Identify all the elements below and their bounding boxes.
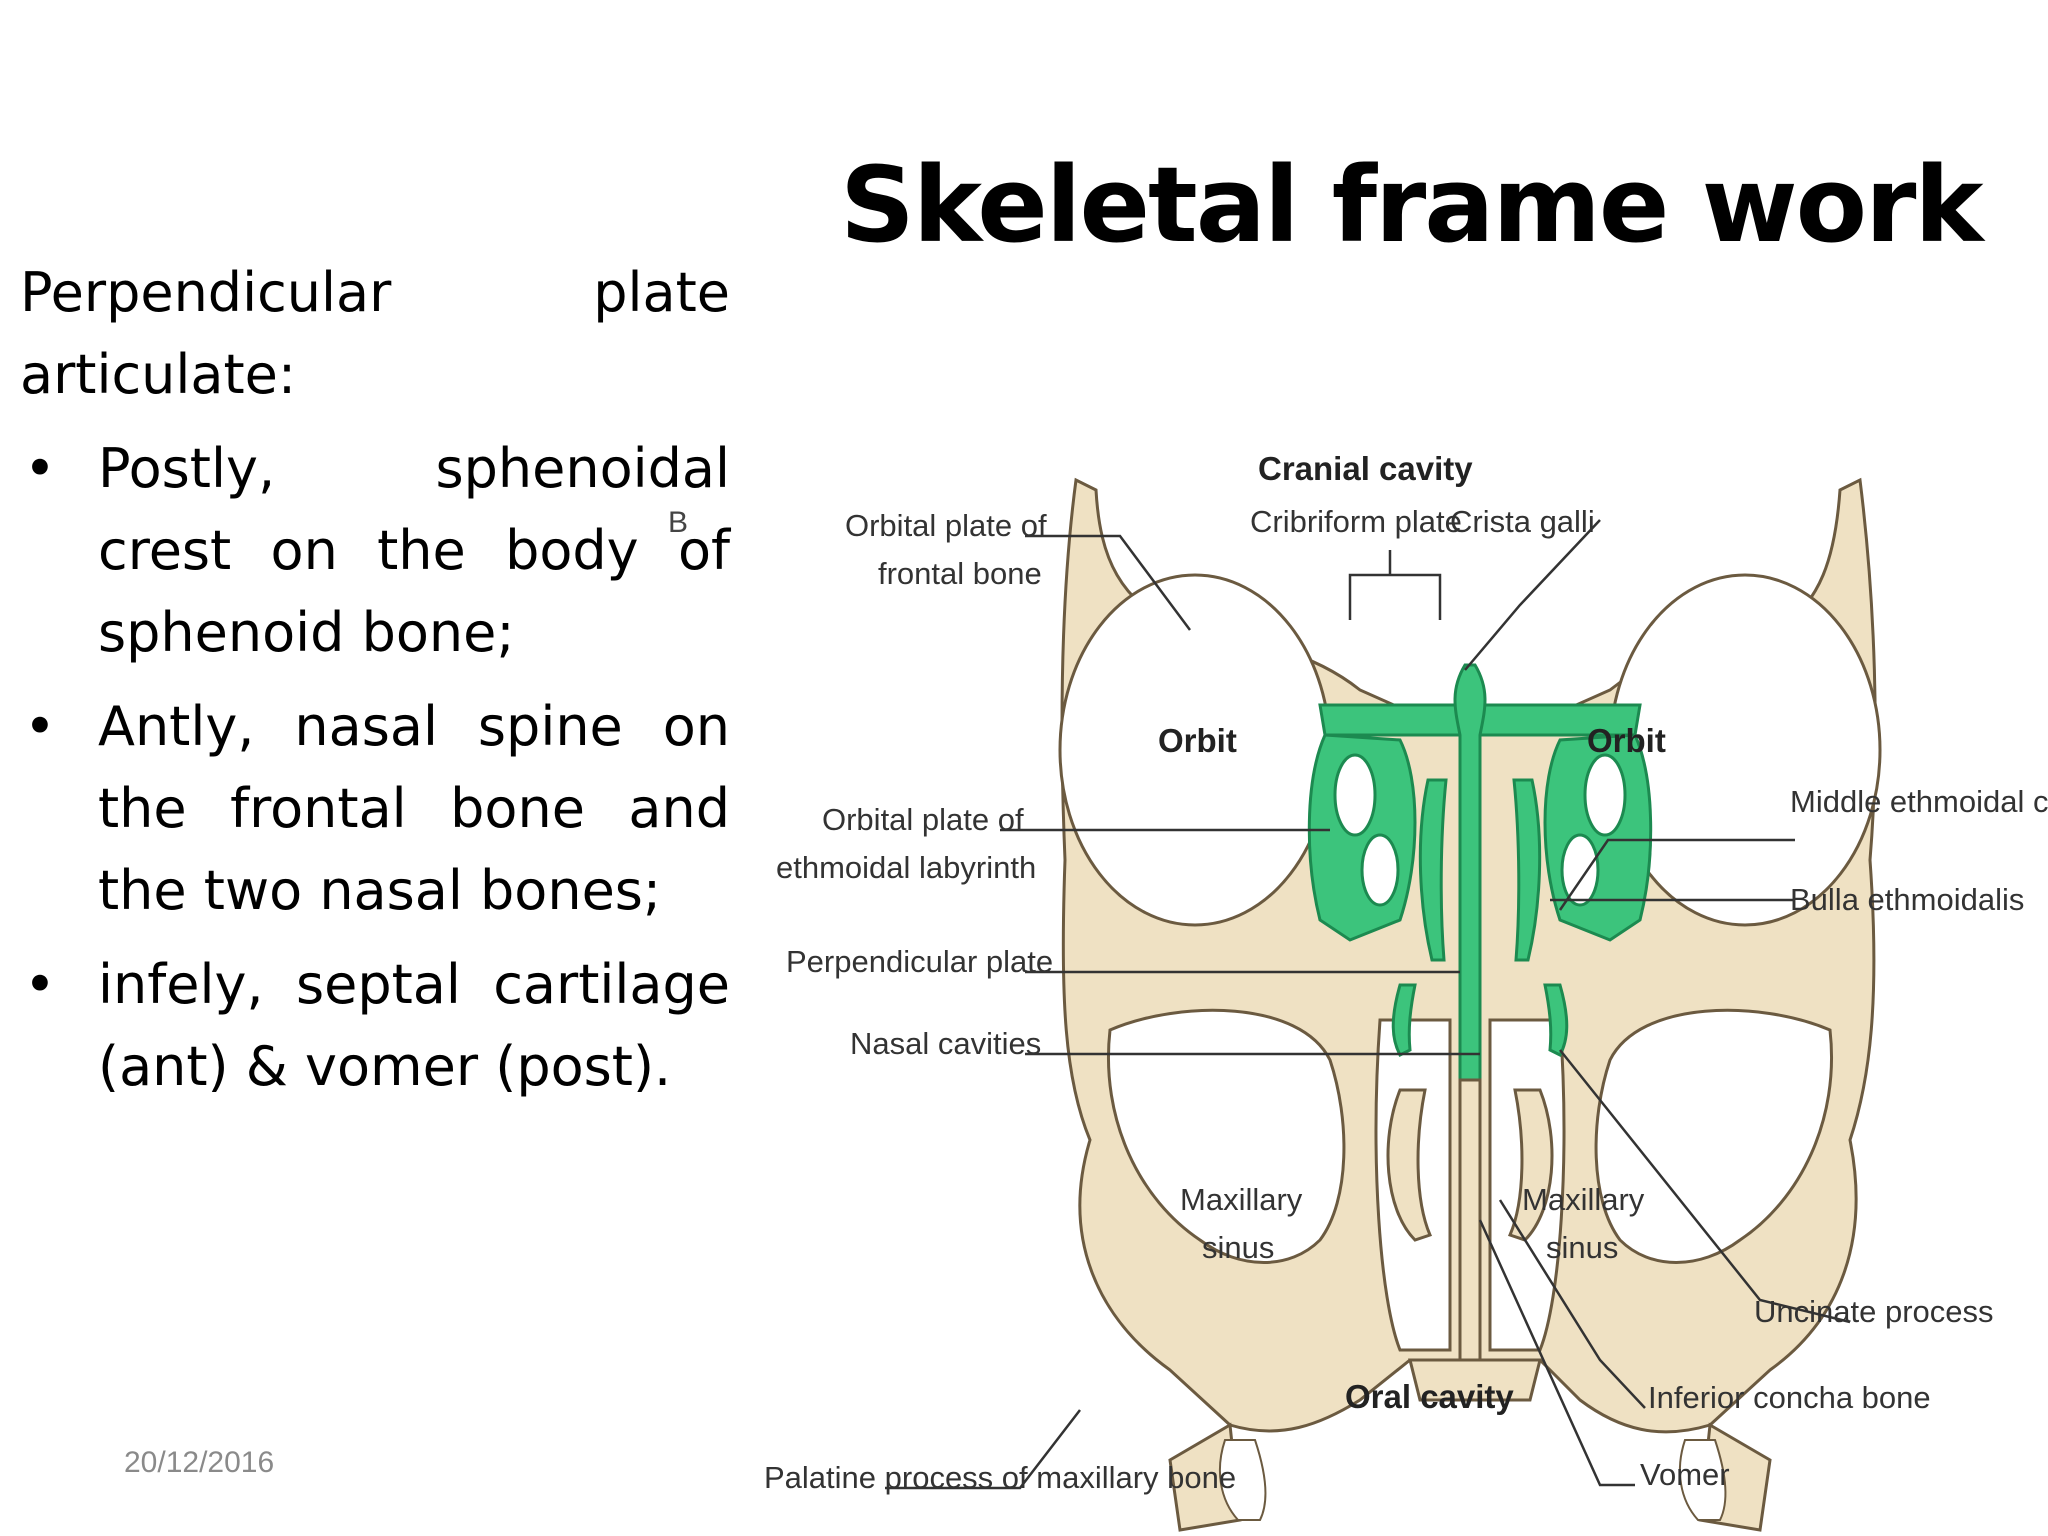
left-tooth — [1218, 1439, 1267, 1521]
left-middle-concha — [1418, 778, 1448, 962]
bullet-dot-icon: • — [24, 437, 56, 500]
label-palatine-process: Palatine process of maxillary bone — [764, 1460, 1236, 1495]
right-tooth — [1678, 1439, 1727, 1521]
bullet-dot-icon: • — [24, 695, 56, 758]
leader-lines — [885, 519, 1851, 1490]
bullet-list: • Postly, sphenoidal crest on the body of… — [20, 428, 730, 1108]
bullet-item: • Postly, sphenoidal crest on the body of… — [20, 428, 730, 674]
intro-text: Perpendicular plate articulate: — [20, 261, 730, 406]
slide-body: Perpendicular plate articulate: • Postly,… — [20, 252, 730, 1120]
coronal-section-diagram: Cranial cavity Cribriform plate Crista g… — [760, 440, 2048, 1536]
bullet-item: • infely, septal cartilage (ant) & vomer … — [20, 944, 730, 1108]
label-bulla-ethmoidalis: Bulla ethmoidalis — [1790, 882, 2024, 917]
label-orbit-right: Orbit — [1587, 722, 1666, 759]
label-vomer: Vomer — [1640, 1457, 1730, 1492]
label-middle-ethmoidal-cells: Middle ethmoidal cells — [1790, 784, 2048, 819]
bullet-text: Antly, nasal spine on the frontal bone a… — [98, 695, 730, 922]
label-maxillary-sinus-right-line1: Maxillary — [1522, 1182, 1645, 1217]
ethmoid-bone — [1307, 663, 1653, 1082]
slide-title: Skeletal frame work — [840, 144, 1984, 266]
label-orbital-plate-ethmoid-line2: ethmoidal labyrinth — [776, 850, 1036, 885]
diagram-labels: Cranial cavity Cribriform plate Crista g… — [764, 450, 2048, 1495]
vomer-shape — [1458, 1078, 1482, 1362]
left-uncinate — [1391, 983, 1417, 1057]
diagram-svg: Cranial cavity Cribriform plate Crista g… — [764, 450, 2048, 1532]
bullet-dot-icon: • — [24, 953, 56, 1016]
right-maxillary-sinus — [1594, 1008, 1833, 1264]
label-maxillary-sinus-left-line1: Maxillary — [1180, 1182, 1303, 1217]
label-crista-galli: Crista galli — [1450, 504, 1595, 539]
bullet-text: Postly, sphenoidal crest on the body of … — [98, 437, 730, 664]
label-orbital-plate-frontal-line2: frontal bone — [878, 556, 1042, 591]
label-cribriform-plate: Cribriform plate — [1250, 504, 1462, 539]
perpendicular-plate-shape — [1453, 663, 1487, 1082]
label-cranial-cavity: Cranial cavity — [1258, 450, 1473, 487]
label-inferior-concha-bone: Inferior concha bone — [1648, 1380, 1931, 1415]
left-inferior-concha — [1386, 1088, 1433, 1242]
stray-mark: B — [668, 506, 689, 539]
right-middle-concha — [1512, 778, 1542, 962]
label-orbital-plate-frontal-line1: Orbital plate of — [845, 508, 1047, 543]
bullet-text: infely, septal cartilage (ant) & vomer (… — [98, 953, 730, 1098]
label-orbital-plate-ethmoid-line1: Orbital plate of — [822, 802, 1024, 837]
right-inferior-concha — [1507, 1088, 1554, 1242]
label-maxillary-sinus-left-line2: sinus — [1202, 1230, 1274, 1265]
label-maxillary-sinus-right-line2: sinus — [1546, 1230, 1618, 1265]
right-uncinate — [1543, 983, 1569, 1057]
label-perpendicular-plate: Perpendicular plate — [786, 944, 1053, 979]
label-oral-cavity: Oral cavity — [1345, 1378, 1514, 1415]
label-uncinate-process: Uncinate process — [1754, 1294, 1994, 1329]
label-nasal-cavities: Nasal cavities — [850, 1026, 1041, 1061]
bullet-item: • Antly, nasal spine on the frontal bone … — [20, 686, 730, 932]
left-maxillary-sinus — [1107, 1008, 1346, 1264]
label-orbit-left: Orbit — [1158, 722, 1237, 759]
slide-date: 20/12/2016 — [124, 1446, 275, 1479]
